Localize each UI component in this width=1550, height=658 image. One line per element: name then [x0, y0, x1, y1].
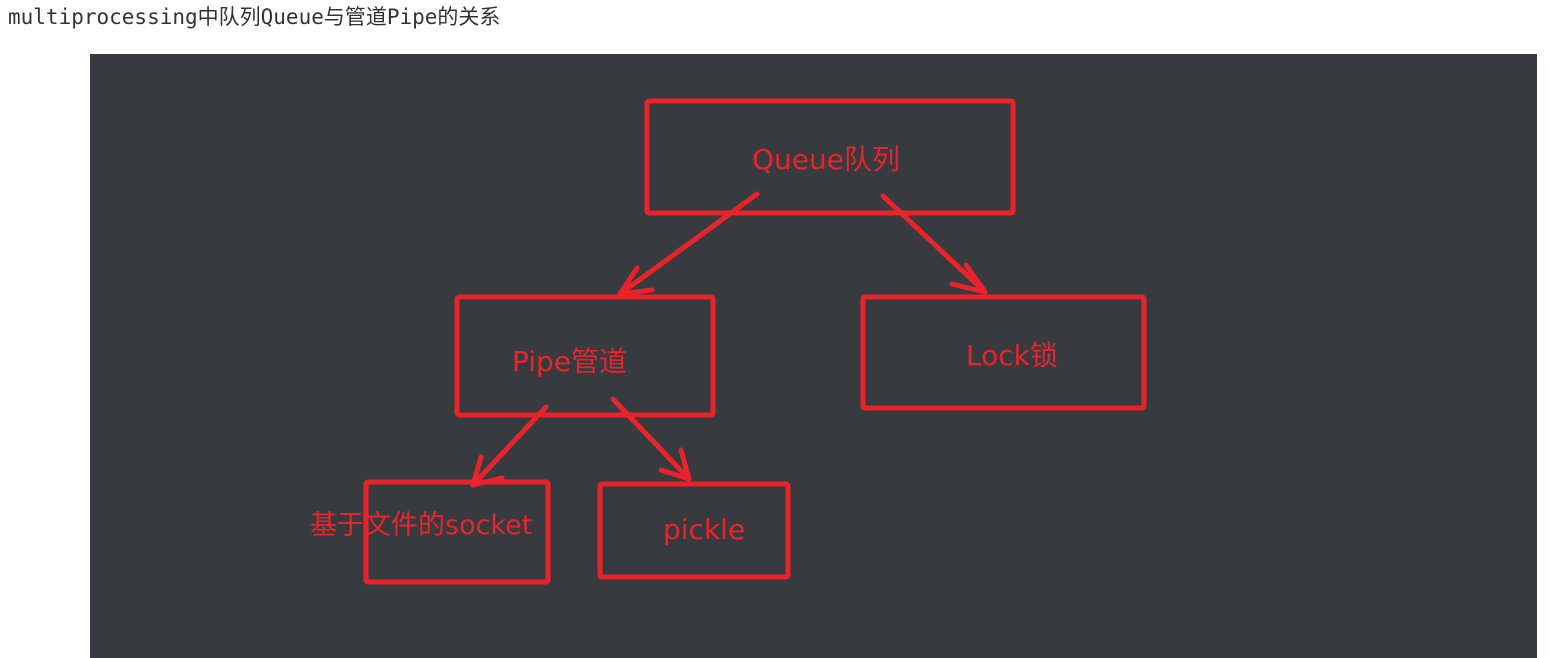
pickle-label: pickle	[663, 513, 746, 546]
pickle-box	[597, 481, 791, 580]
queue-label: Queue队列	[752, 143, 900, 176]
queue-box	[644, 98, 1016, 216]
pipe-label: Pipe管道	[512, 345, 628, 378]
arrow-queue-to-lock	[880, 193, 988, 295]
diagram-svg	[363, 98, 1147, 585]
lock-label: Lock锁	[966, 339, 1058, 372]
arrow-pipe-to-socket	[470, 404, 549, 488]
page-heading: multiprocessing中队列Queue与管道Pipe的关系	[8, 5, 501, 29]
socket-label: 基于文件的socket	[310, 510, 533, 541]
arrow-pipe-to-pickle	[610, 396, 692, 482]
diagram-canvas: Queue队列 Pipe管道 Lock锁 基于文件的socket pickle	[90, 54, 1537, 658]
pipe-box	[454, 294, 716, 418]
lock-box	[860, 294, 1147, 411]
arrow-queue-to-pipe	[617, 191, 760, 297]
socket-box	[363, 479, 551, 585]
